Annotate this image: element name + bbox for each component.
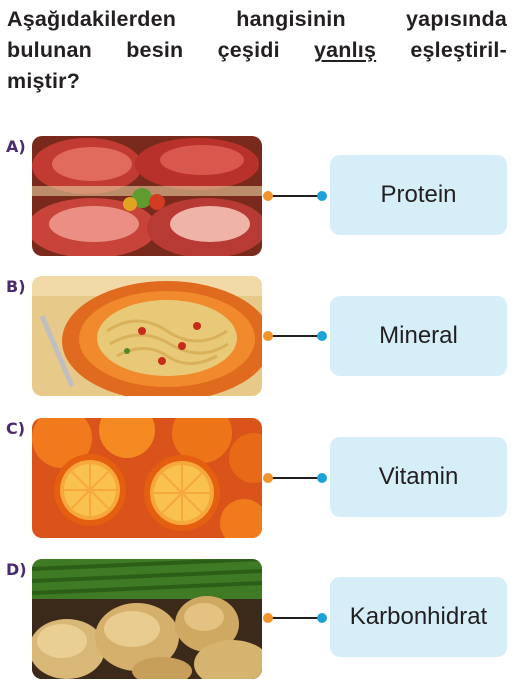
option-a-connector <box>263 191 327 201</box>
question-word: besin <box>126 38 184 62</box>
option-d-image-potatoes[interactable] <box>32 559 262 679</box>
question-word: çeşidi <box>217 38 280 62</box>
option-c-nutrient-box: Vitamin <box>330 437 507 517</box>
option-b-connector <box>263 331 327 341</box>
option-a-nutrient-box: Protein <box>330 155 507 235</box>
option-d-letter: D) <box>6 560 27 579</box>
option-b-image-spaghetti[interactable] <box>32 276 262 396</box>
option-c-letter: C) <box>6 419 26 438</box>
option-a-letter: A) <box>6 137 26 156</box>
option-b-nutrient-box: Mineral <box>330 296 507 376</box>
question-word: hangisinin <box>236 7 346 31</box>
option-d-nutrient-label: Karbonhidrat <box>349 603 488 630</box>
option-b-nutrient-label: Mineral <box>379 322 458 349</box>
question-text: Aşağıdakilerden hangisinin yapısında bul… <box>7 4 507 97</box>
option-c-nutrient-label: Vitamin <box>378 463 459 490</box>
question-word: miştir? <box>7 69 81 93</box>
option-d-nutrient-box: Karbonhidrat <box>330 577 507 657</box>
option-c-connector <box>263 473 327 483</box>
question-word: yapısında <box>406 7 507 31</box>
option-a-image-meat[interactable] <box>32 136 262 256</box>
option-c-image-oranges[interactable] <box>32 418 262 538</box>
option-b-letter: B) <box>6 277 26 296</box>
question-word: Aşağıdakilerden <box>7 7 177 31</box>
question-word: eşleştiril- <box>410 38 507 62</box>
question-underlined-word: yanlış <box>313 38 377 62</box>
option-a-nutrient-label: Protein <box>380 181 457 208</box>
question-word: bulunan <box>7 38 92 62</box>
option-d-connector <box>263 613 327 623</box>
